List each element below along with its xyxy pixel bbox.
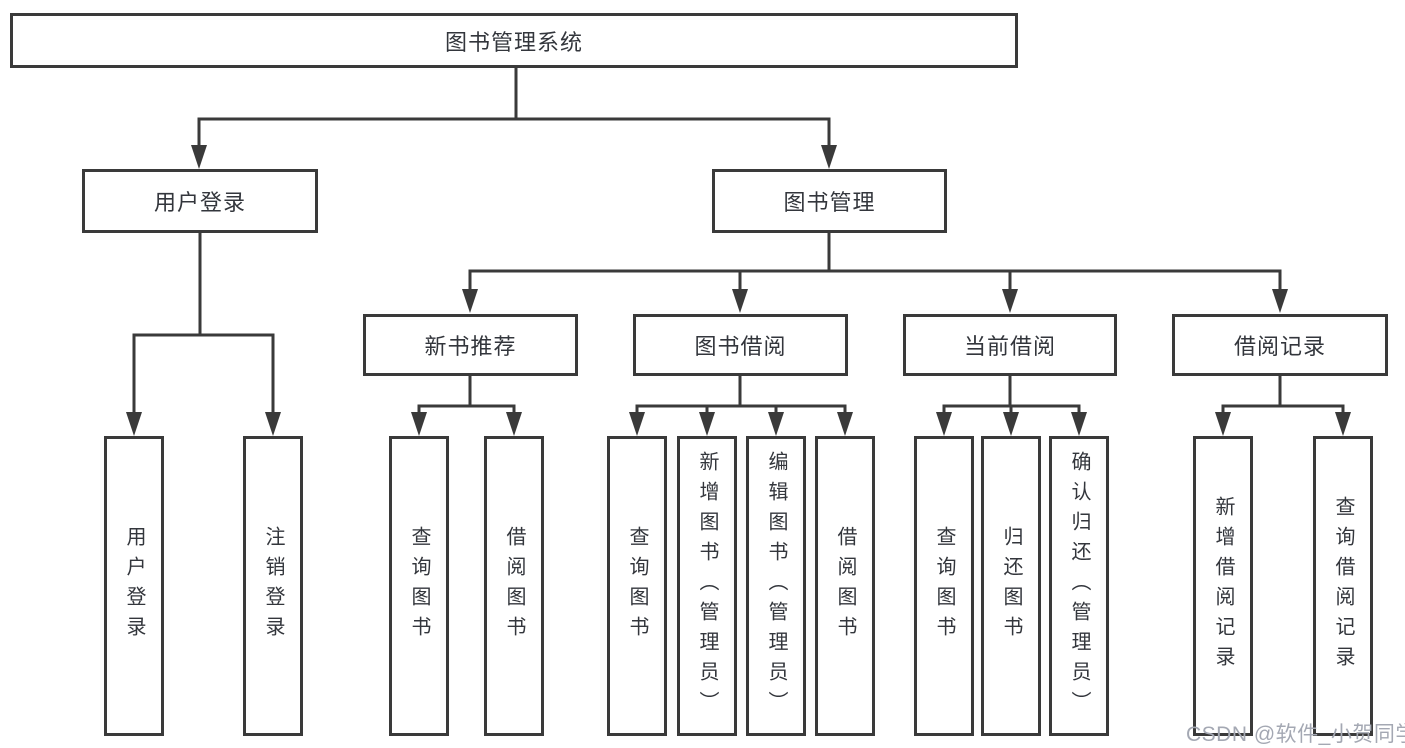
node-label: 借阅记录 [1233, 334, 1326, 359]
node-label: 图书管理 [783, 190, 876, 215]
node-label: 注销登录 [262, 526, 284, 646]
node-user-login: 用户登录 [82, 169, 318, 233]
node-label: 新增借阅记录 [1212, 496, 1234, 676]
leaf-query-borrow-record: 查询借阅记录 [1313, 436, 1373, 736]
node-label: 归还图书 [1000, 526, 1022, 646]
node-book-borrow: 图书借阅 [633, 314, 848, 376]
node-label: 借阅图书 [834, 526, 856, 646]
node-library-system: 图书管理系统 [10, 13, 1018, 68]
leaf-add-borrow-record: 新增借阅记录 [1193, 436, 1253, 736]
leaf-return-books: 归还图书 [981, 436, 1041, 736]
node-label: 查询图书 [626, 526, 648, 646]
leaf-confirm-return-admin: 确认归还（管理员） [1049, 436, 1109, 736]
leaf-logout: 注销登录 [243, 436, 303, 736]
leaf-borrow-books: 借阅图书 [484, 436, 544, 736]
node-label: 确认归还（管理员） [1068, 451, 1090, 721]
leaf-query-books-2: 查询图书 [607, 436, 667, 736]
leaf-query-books: 查询图书 [389, 436, 449, 736]
node-label: 查询图书 [933, 526, 955, 646]
node-label: 新增图书（管理员） [696, 451, 718, 721]
node-label: 查询图书 [408, 526, 430, 646]
node-borrow-records: 借阅记录 [1172, 314, 1388, 376]
node-label: 图书管理系统 [444, 29, 583, 55]
node-label: 用户登录 [123, 526, 145, 646]
leaf-add-books-admin: 新增图书（管理员） [677, 436, 737, 736]
node-label: 当前借阅 [963, 334, 1056, 359]
node-label: 用户登录 [153, 190, 246, 215]
node-label: 编辑图书（管理员） [765, 451, 787, 721]
node-label: 图书借阅 [694, 334, 787, 359]
leaf-user-login: 用户登录 [104, 436, 164, 736]
watermark-csdn: CSDN @软件_小贺同学 [1186, 723, 1405, 746]
node-label: 查询借阅记录 [1332, 496, 1354, 676]
node-current-borrow: 当前借阅 [903, 314, 1117, 376]
node-label: 新书推荐 [424, 334, 517, 359]
node-label: 借阅图书 [503, 526, 525, 646]
node-new-book-recommend: 新书推荐 [363, 314, 578, 376]
leaf-edit-books-admin: 编辑图书（管理员） [746, 436, 806, 736]
leaf-borrow-books-2: 借阅图书 [815, 436, 875, 736]
leaf-query-books-3: 查询图书 [914, 436, 974, 736]
node-book-management: 图书管理 [712, 169, 947, 233]
